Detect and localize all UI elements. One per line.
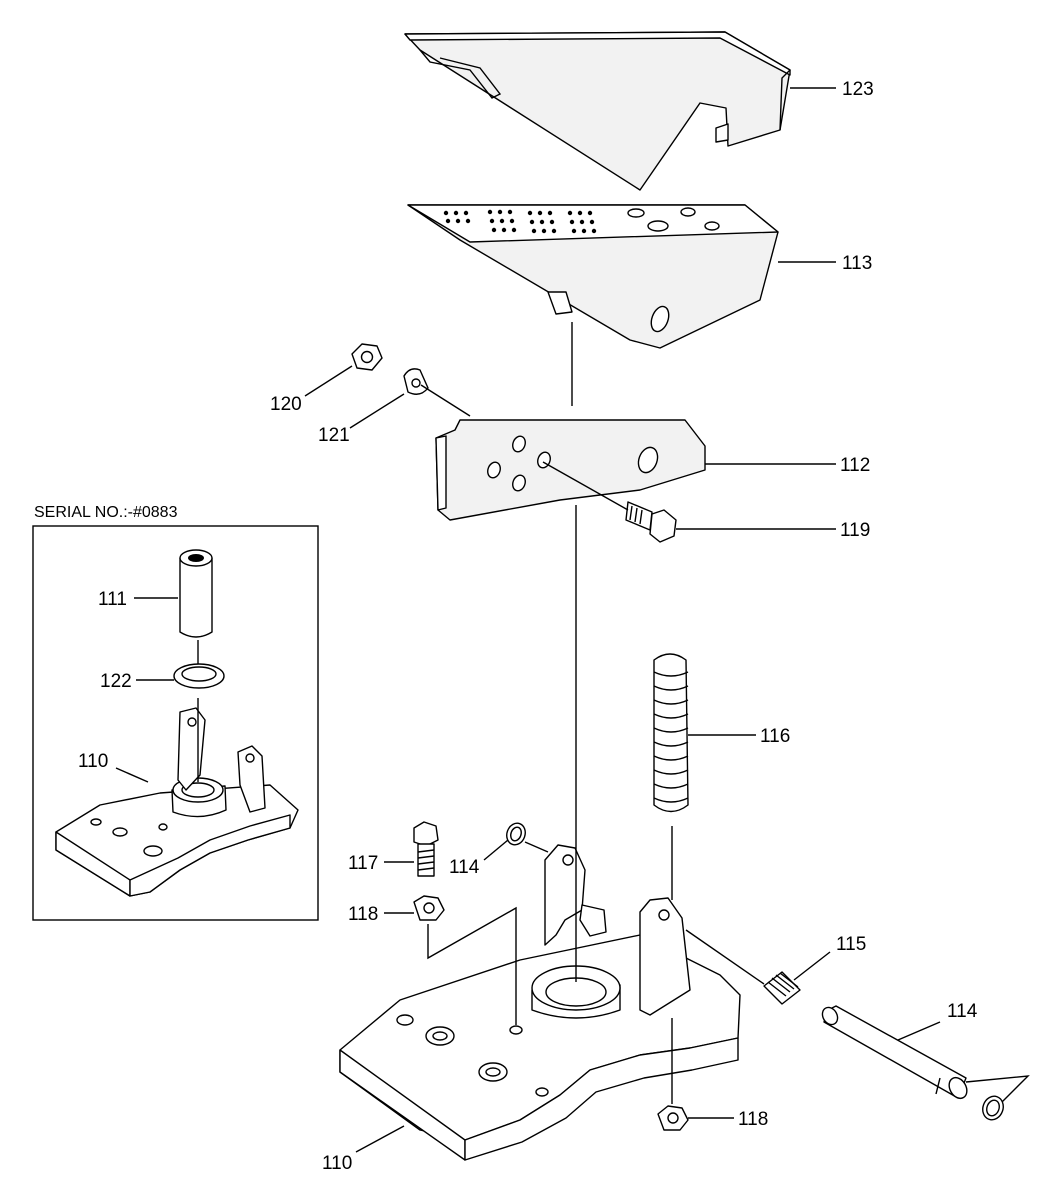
part-117-bolt	[413, 821, 439, 877]
part-114-pin	[821, 1005, 968, 1100]
part-114-snap-ring-right	[982, 1095, 1004, 1121]
callout-114-right: 114	[947, 1001, 978, 1022]
part-114-snap-ring-left	[506, 822, 526, 846]
callout-114-left: 114	[449, 857, 480, 878]
callout-115: 115	[836, 934, 866, 955]
assembly-guide-lines	[197, 322, 1030, 1104]
callout-118-left: 118	[348, 904, 378, 925]
part-111-bushing	[179, 549, 213, 638]
callout-122: 122	[100, 671, 132, 692]
part-121-retainer	[403, 368, 429, 395]
serial-inset	[32, 525, 319, 921]
serial-number-note: SERIAL NO.:-#0883	[34, 504, 178, 521]
callout-112: 112	[840, 455, 870, 476]
part-122-washer	[173, 663, 225, 689]
part-110-inset-base	[55, 707, 299, 897]
callout-118-bottom: 118	[738, 1109, 768, 1130]
callout-123: 123	[842, 79, 874, 100]
part-119-bolt	[625, 501, 677, 543]
part-118-nut-bottom	[657, 1105, 689, 1131]
leader-lines	[115, 87, 941, 1153]
callout-110-inset: 110	[78, 751, 108, 772]
callout-111: 111	[98, 589, 127, 610]
part-110-main-base	[339, 844, 741, 1161]
callout-119: 119	[840, 520, 870, 541]
part-115-small-spring	[763, 971, 801, 1005]
part-116-spring	[653, 653, 689, 813]
callout-117: 117	[348, 853, 378, 874]
part-118-nut-left	[413, 895, 445, 921]
part-123-pedal-cover	[404, 31, 791, 191]
callout-113: 113	[842, 253, 872, 274]
callout-120: 120	[270, 394, 302, 415]
part-112-bracket	[435, 419, 706, 521]
part-120-nut	[351, 343, 383, 371]
callout-110-main: 110	[322, 1153, 352, 1174]
callout-116: 116	[760, 726, 790, 747]
callout-121: 121	[318, 425, 350, 446]
part-113-pedal	[407, 204, 779, 349]
